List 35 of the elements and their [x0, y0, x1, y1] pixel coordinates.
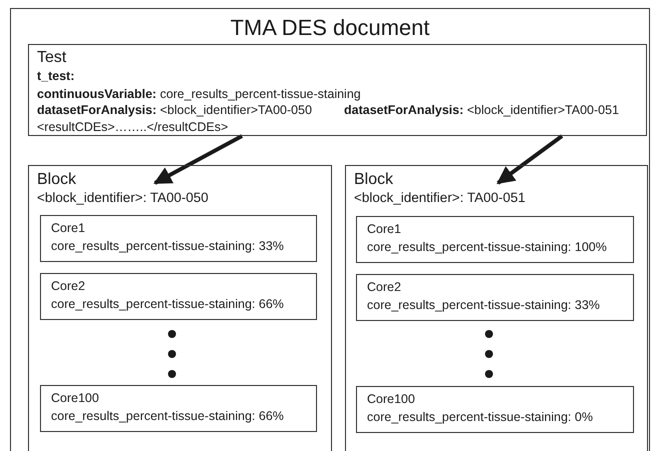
core-box: [40, 273, 317, 320]
block-box: [28, 165, 332, 451]
box-heading: Core1: [51, 221, 86, 236]
document-title: TMA DES document: [229, 15, 431, 41]
arrow: [496, 134, 564, 185]
box-heading: Core1: [367, 222, 402, 237]
core-box: [40, 215, 317, 262]
field-line: <block_identifier>: TA00-051: [354, 189, 526, 206]
field-line: core_results_percent-tissue-staining: 0%: [367, 410, 593, 425]
box-heading: Core2: [51, 279, 86, 294]
field-line: core_results_percent-tissue-staining: 66%: [51, 409, 284, 424]
box-heading: Core100: [51, 391, 99, 406]
core-box: [40, 385, 317, 432]
arrow: [153, 134, 243, 185]
core-box: [356, 274, 634, 321]
test-type: t_test:: [37, 69, 75, 84]
core-box: [356, 386, 634, 433]
block-box: [345, 165, 648, 451]
test-box: [28, 44, 647, 136]
box-heading: Core2: [367, 280, 402, 295]
box-heading: Core100: [367, 392, 415, 407]
field-line: core_results_percent-tissue-staining: 100%: [367, 240, 607, 255]
field-line: core_results_percent-tissue-staining: 66%: [51, 297, 284, 312]
field-line: core_results_percent-tissue-staining: 33%: [51, 239, 284, 254]
field-line: continuousVariable: core_results_percent-tissue-staining: [37, 87, 361, 101]
document-frame: [10, 8, 650, 451]
field-line: <resultCDEs>……..</resultCDEs>: [37, 120, 228, 134]
field-line: <block_identifier>: TA00-050: [37, 189, 208, 206]
field-line: datasetForAnalysis: <block_identifier>TA00-050: [37, 103, 312, 118]
field-line: core_results_percent-tissue-staining: 33%: [367, 298, 600, 313]
core-box: [356, 216, 634, 263]
box-heading: Test: [37, 48, 66, 67]
box-heading: Block: [354, 170, 394, 189]
box-heading: Block: [37, 170, 76, 189]
field-line: datasetForAnalysis: <block_identifier>TA00-051: [344, 103, 619, 118]
